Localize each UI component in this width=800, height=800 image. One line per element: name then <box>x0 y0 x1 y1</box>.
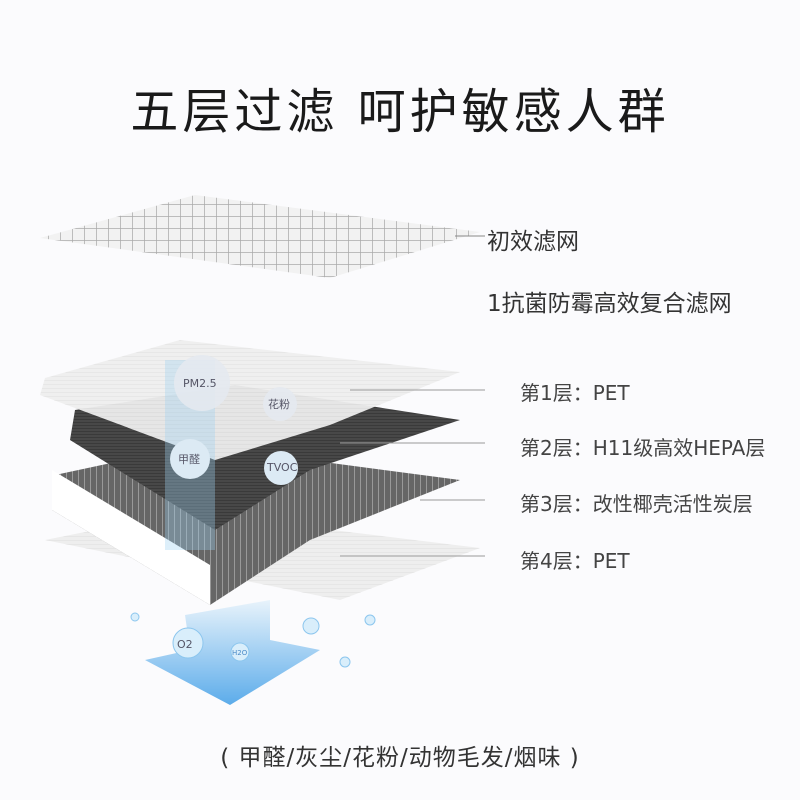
bubble-pm25: PM2.5 <box>183 377 217 390</box>
footer-pollutants: ( 甲醛/灰尘/花粉/动物毛发/烟味 ) <box>220 745 580 771</box>
label-primary-filter: 初效滤网 <box>487 229 579 255</box>
label-layer2: 第2层：H11级高效HEPA层 <box>520 436 766 460</box>
layer1-pet <box>40 340 460 460</box>
bubble-tvoc: TVOC <box>266 461 298 474</box>
label-layer1: 第1层：PET <box>520 381 630 405</box>
bubble-formaldehyde: 甲醛 <box>178 452 200 466</box>
bubble-h2o: H2O <box>232 649 248 657</box>
primary-filter <box>40 195 480 278</box>
bubble-pollen: 花粉 <box>268 398 290 411</box>
label-composite-filter: 1抗菌防霉高效复合滤网 <box>487 291 732 317</box>
label-layer4: 第4层：PET <box>520 549 630 573</box>
page-title: 五层过滤 呵护敏感人群 <box>130 84 670 140</box>
bubble-o2: O2 <box>177 638 193 651</box>
label-layer3: 第3层：改性椰壳活性炭层 <box>520 492 753 516</box>
